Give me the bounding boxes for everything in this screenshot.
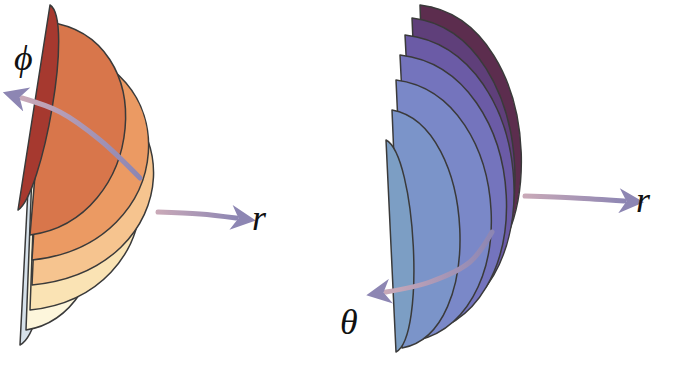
r-arrow — [158, 212, 236, 218]
axis-label: θ — [340, 304, 358, 340]
phi-arrow — [22, 98, 140, 178]
axis-label: r — [636, 182, 650, 218]
r-arrow — [525, 196, 624, 201]
phi-fan — [18, 5, 154, 345]
theta-arrow — [386, 232, 492, 292]
theta-fan — [386, 5, 521, 352]
half-disk — [386, 140, 414, 352]
axis-label: ϕ — [14, 40, 33, 76]
axis-label: r — [252, 200, 266, 236]
